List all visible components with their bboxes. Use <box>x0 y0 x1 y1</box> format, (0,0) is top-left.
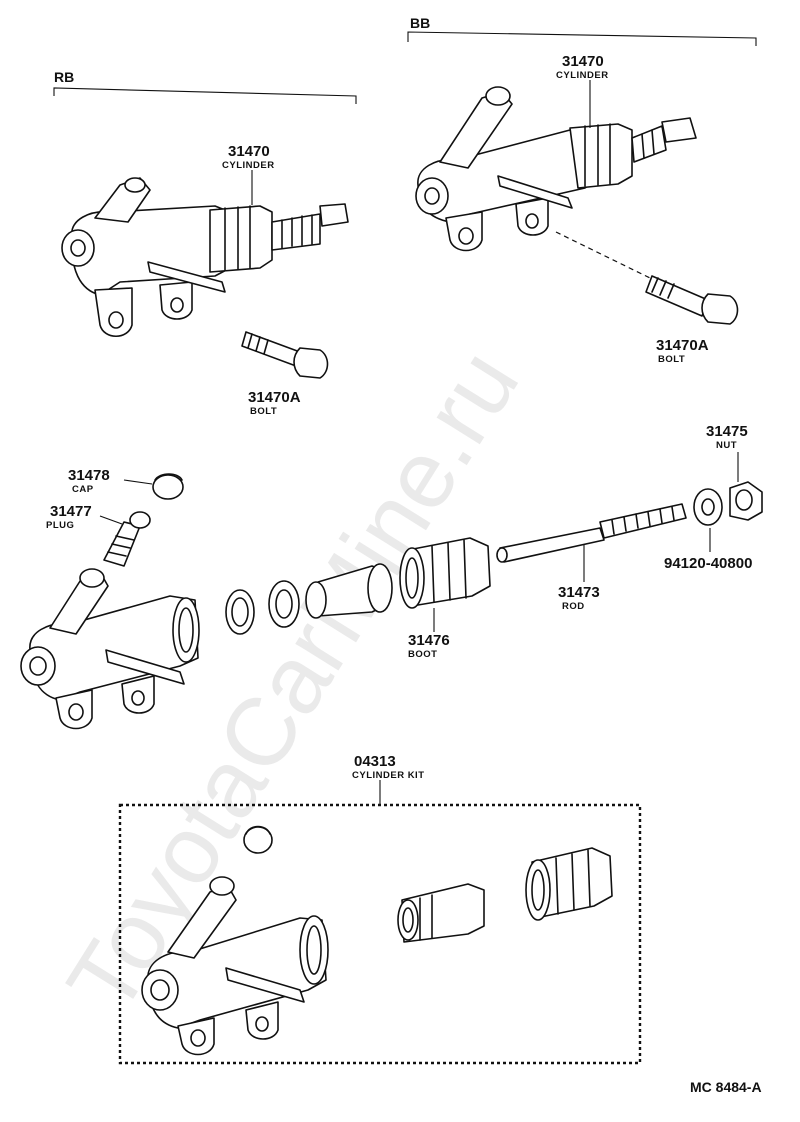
kit-name: CYLINDER KIT <box>352 770 425 781</box>
kit-piston-drawing <box>397 883 485 943</box>
kit-cylinder-drawing <box>141 876 329 1056</box>
bb-bolt-number: 31470A <box>656 337 709 354</box>
bb-cylinder-number: 31470 <box>562 53 604 70</box>
plug-drawing <box>103 511 151 567</box>
washer-number: 94120-40800 <box>664 555 752 572</box>
cylinder-body-drawing <box>20 568 200 730</box>
nut-name: NUT <box>716 440 737 451</box>
cap-leader <box>123 479 153 485</box>
cup-seal-1-drawing <box>225 589 255 635</box>
exploded-view-group: 31478 CAP 31477 PLUG <box>20 423 763 730</box>
washer-drawing <box>693 488 723 526</box>
cap-drawing <box>152 473 184 500</box>
plug-name: PLUG <box>46 520 74 531</box>
plug-leader <box>99 515 123 525</box>
bb-bolt-drawing <box>645 275 739 325</box>
kit-cap-drawing <box>243 825 273 854</box>
cup-seal-2-drawing <box>268 580 300 628</box>
rb-cylinder-number: 31470 <box>228 143 270 160</box>
rb-bolt-drawing <box>241 331 329 379</box>
rb-bolt-number: 31470A <box>248 389 301 406</box>
kit-number: 04313 <box>354 753 396 770</box>
nut-drawing <box>729 481 763 521</box>
kit-boot-drawing <box>525 847 613 921</box>
rb-cylinder-drawing <box>61 177 349 338</box>
cylinder-kit-group: 04313 CYLINDER KIT <box>118 753 642 1065</box>
rod-drawing <box>496 503 687 563</box>
boot-number: 31476 <box>408 632 450 649</box>
rb-bracket-line <box>53 87 357 104</box>
bb-bolt-name: BOLT <box>658 354 685 365</box>
boot-name: BOOT <box>408 649 437 660</box>
rod-name: ROD <box>562 601 585 612</box>
bb-variant-group: BB 31470 CYLINDER 31470A B <box>407 15 757 365</box>
boot-drawing <box>399 537 491 609</box>
bb-variant-label: BB <box>410 15 430 31</box>
rod-number: 31473 <box>558 584 600 601</box>
bb-cylinder-name: CYLINDER <box>556 70 609 81</box>
bb-cylinder-drawing <box>415 86 697 252</box>
bb-bracket-line <box>407 31 757 46</box>
cap-name: CAP <box>72 484 94 495</box>
plug-number: 31477 <box>50 503 92 520</box>
cap-number: 31478 <box>68 467 110 484</box>
piston-drawing <box>305 563 393 619</box>
bb-bolt-dashed-leader <box>555 231 651 279</box>
nut-number: 31475 <box>706 423 748 440</box>
figure-code: MC 8484-A <box>690 1079 762 1095</box>
rb-variant-label: RB <box>54 69 74 85</box>
rb-variant-group: RB 31470 CYLINDER <box>53 69 357 417</box>
rb-cylinder-name: CYLINDER <box>222 160 275 171</box>
rb-bolt-name: BOLT <box>250 406 277 417</box>
